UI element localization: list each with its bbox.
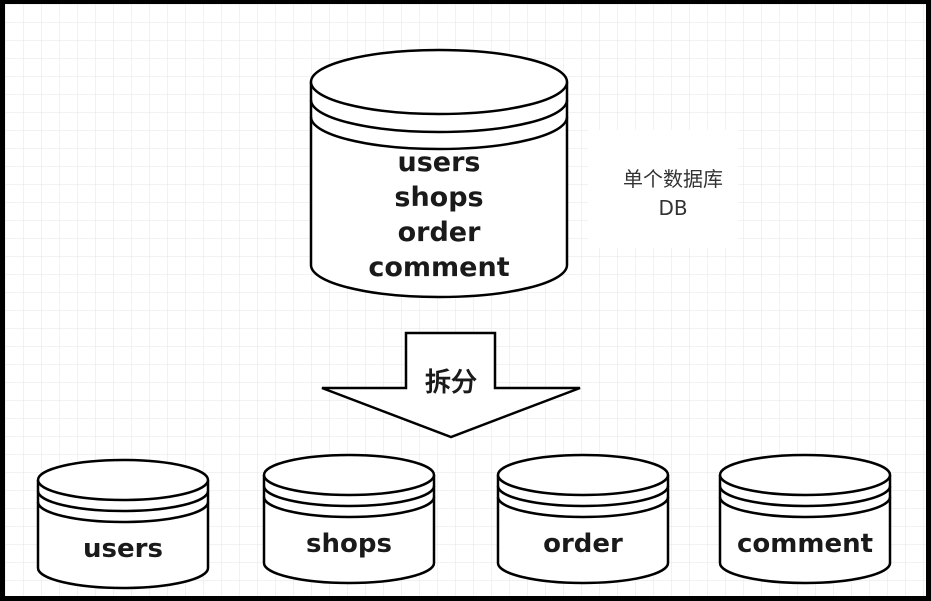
note-db: DB: [658, 196, 687, 220]
note-single-database: 单个数据库: [623, 167, 723, 191]
main-db-table-users: users: [398, 147, 481, 178]
main-database-cylinder[interactable]: [309, 48, 569, 299]
shops-database-cylinder[interactable]: [262, 453, 436, 585]
users-database-cylinder[interactable]: [36, 458, 210, 590]
main-db-table-shops: shops: [394, 182, 483, 213]
split-arrow-label: 拆分: [425, 368, 477, 398]
main-db-table-order: order: [398, 217, 482, 248]
shops-database-label: shops: [306, 529, 392, 559]
order-database-cylinder[interactable]: [496, 453, 670, 585]
order-database-label: order: [543, 529, 623, 559]
main-db-table-comment: comment: [368, 252, 509, 283]
split-arrow[interactable]: [321, 331, 581, 439]
users-database-label: users: [83, 534, 163, 564]
comment-database-label: comment: [737, 529, 873, 559]
comment-database-cylinder[interactable]: [718, 453, 892, 585]
note-background: [588, 130, 738, 248]
